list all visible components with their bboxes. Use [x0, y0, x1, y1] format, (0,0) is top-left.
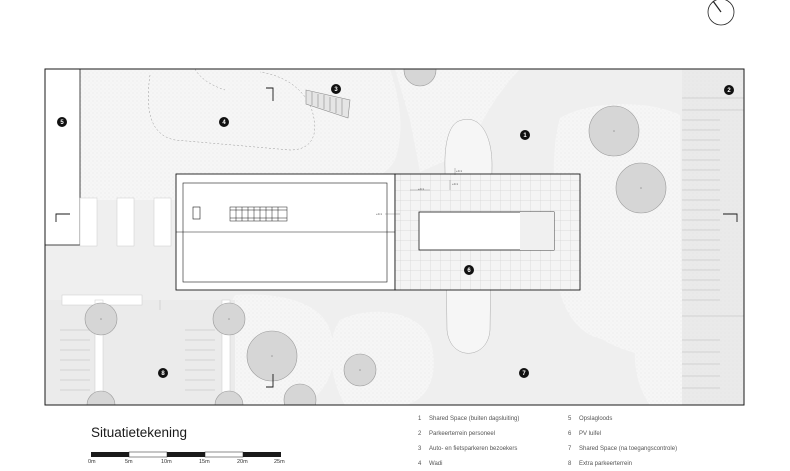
- scale-label: 10m: [161, 459, 172, 465]
- svg-text:7: 7: [522, 371, 526, 377]
- level-marks: +0.1 +0.1 +0.1 +0.1: [376, 168, 462, 216]
- building-roof-inner: [182, 182, 388, 283]
- tree-icon: [283, 383, 317, 405]
- green-zone-right: [553, 104, 682, 344]
- scale-label: 25m: [274, 459, 285, 465]
- svg-text:3: 3: [334, 87, 338, 93]
- svg-text:8: 8: [161, 371, 165, 377]
- site-boundary: [44, 68, 745, 406]
- svg-text:2: 2: [727, 88, 731, 94]
- scale-label: 5m: [125, 459, 133, 465]
- parking-lines-right: [682, 97, 744, 389]
- svg-text:5: 5: [60, 120, 64, 126]
- extra-parking: [45, 300, 235, 405]
- svg-text:+0.1: +0.1: [456, 169, 462, 173]
- svg-text:+0.1: +0.1: [452, 182, 458, 186]
- storage-shed: [45, 69, 81, 246]
- scale-bar: [91, 451, 281, 458]
- section-marks: [55, 87, 738, 388]
- svg-text:+0.1: +0.1: [376, 212, 382, 216]
- marker-7: 7: [519, 368, 529, 378]
- scale-label: 0m: [88, 459, 96, 465]
- green-zone-bottom-mid: [330, 311, 434, 405]
- tree-icon: [403, 69, 437, 87]
- green-zone-top-center: [395, 69, 520, 172]
- svg-text:1: 1: [523, 133, 527, 139]
- north-arrow-icon: [707, 0, 735, 26]
- roof-ventilation-grille: [229, 206, 288, 222]
- green-zone-right-lower: [585, 290, 682, 360]
- tree-icon: [86, 390, 116, 405]
- parking-bays-left: [79, 197, 172, 247]
- roof-hatch: [192, 206, 201, 220]
- marker-2: 2: [724, 85, 734, 95]
- bike-parking: [305, 89, 351, 119]
- svg-text:4: 4: [222, 120, 226, 126]
- zone-markers: 1 2 3 4 5 6 7 8: [57, 84, 734, 378]
- svg-text:6: 6: [467, 268, 471, 274]
- marker-1: 1: [520, 130, 530, 140]
- tree-icon: [214, 390, 244, 405]
- scale-label: 15m: [199, 459, 210, 465]
- scale-label: 20m: [237, 459, 248, 465]
- marker-6: 6: [464, 265, 474, 275]
- marker-3: 3: [331, 84, 341, 94]
- svg-text:+0.1: +0.1: [418, 187, 424, 191]
- drawing-title: Situatietekening: [91, 425, 188, 440]
- marker-8: 8: [158, 368, 168, 378]
- marker-4: 4: [219, 117, 229, 127]
- marker-5: 5: [57, 117, 67, 127]
